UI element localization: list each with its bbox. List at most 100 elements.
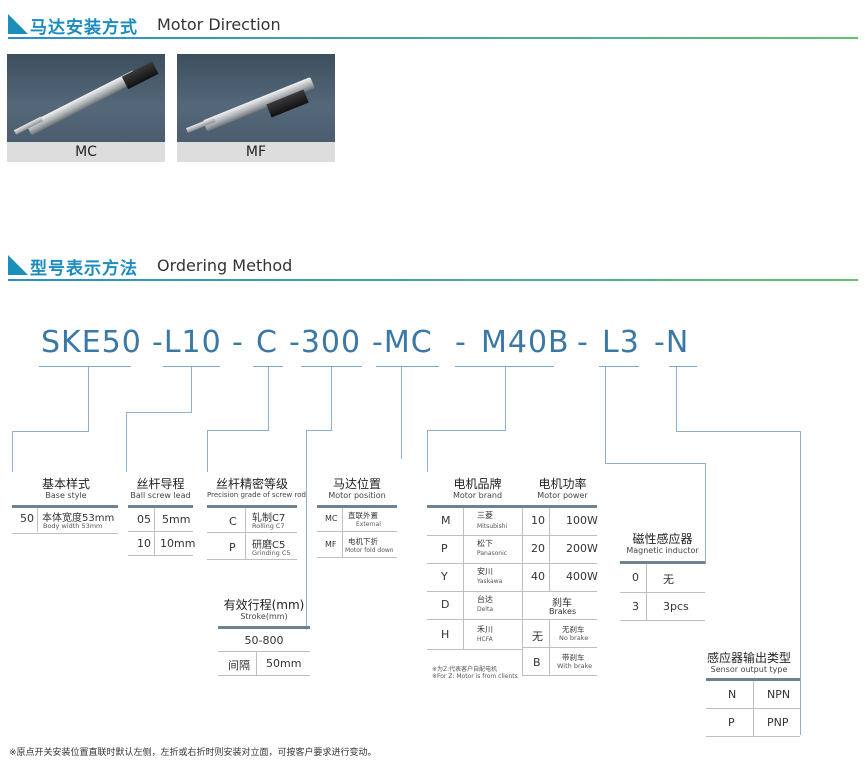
table-divider [37, 508, 38, 532]
table-divider [522, 647, 597, 648]
connector-line [12, 431, 13, 472]
table-divider [427, 563, 597, 564]
motor-brand-code: Y [441, 570, 448, 583]
table-header-bar [12, 505, 118, 508]
code-dash: - [455, 325, 467, 360]
stroke-title: 有效行程(mm) [218, 596, 310, 613]
motor-brand-note-en: ※For Z: Motor is from clients [432, 673, 518, 680]
motor-brand-cn: 松下 [477, 539, 493, 548]
table-divider [218, 675, 310, 676]
product-photo-mc [7, 54, 165, 142]
connector-line [427, 430, 428, 472]
connector-line [427, 430, 506, 431]
motor-position-code: MF [325, 540, 337, 549]
table-divider [522, 675, 597, 676]
motor-block [121, 61, 159, 90]
code-segment-motor-position: -MC [372, 325, 433, 360]
screw-lead-code: 05 [137, 513, 151, 526]
table-divider [646, 564, 647, 620]
connector-line [207, 430, 208, 472]
precision-desc-en: Grinding C5 [252, 549, 291, 557]
motor-brand-note-cn: ※为Z:代表客户自配电机 [432, 666, 498, 673]
stroke-range: 50-800 [244, 634, 284, 647]
motor-direction-title-cn: 马达安装方式 [30, 18, 138, 38]
stroke-title-en: Stroke(mm) [240, 612, 288, 621]
motor-position-desc-cn: 直联外置 [348, 511, 378, 520]
connector-line [331, 367, 332, 430]
code-segment-model: SKE50 [41, 325, 142, 360]
actuator-body [26, 70, 139, 136]
code-underline [669, 366, 697, 367]
table-divider [620, 592, 705, 593]
table-divider [154, 508, 155, 555]
connector-line [676, 431, 800, 432]
table-divider [706, 736, 800, 737]
connector-line [605, 367, 606, 463]
brakes-desc-cn: 无刹车 [562, 625, 585, 634]
brakes-code: B [533, 656, 541, 669]
code-underline [599, 366, 639, 367]
motor-brand-cn: 台达 [477, 595, 493, 604]
table-header-bar [427, 505, 597, 508]
table-divider [427, 619, 597, 620]
motor-brand-cn: 安川 [477, 567, 493, 576]
table-divider [256, 652, 257, 675]
brakes-desc-en: No brake [559, 634, 589, 642]
motor-brand-en: HCFA [477, 636, 493, 643]
connector-line [505, 367, 506, 430]
table-header-bar [620, 561, 705, 564]
motor-power-code: 20 [531, 542, 545, 555]
sensor-output-code: P [728, 716, 735, 729]
motor-brand-cn: 禾川 [477, 625, 493, 634]
code-underline [253, 366, 283, 367]
connector-line [401, 367, 402, 459]
connector-line [12, 431, 89, 432]
code-segment-lead: -L10 [152, 325, 222, 360]
connector-line [676, 367, 677, 431]
sensor-output-value: PNP [767, 716, 789, 729]
magnetic-value: 无 [663, 573, 674, 586]
ordering-title-en: Ordering Method [157, 256, 293, 275]
brakes-code: 无 [532, 630, 543, 643]
stroke-title-unit: (mm) [271, 598, 305, 612]
precision-desc-cn: 轧制C7 [252, 513, 286, 524]
motor-power-value: 100W [566, 514, 598, 527]
code-segment-magnetic: L3 [602, 325, 640, 360]
brakes-desc-en: With brake [557, 662, 593, 670]
magnetic-code: 3 [632, 600, 639, 613]
precision-title-en: Precision grade of screw rod [207, 491, 306, 499]
motor-power-code: 10 [531, 514, 545, 527]
precision-title-cn: 丝杆精密等级 [215, 477, 288, 491]
motor-brand-en: Yaskawa [477, 578, 503, 585]
motor-brand-code: P [441, 542, 448, 555]
footnote: ※原点开关安装位置直联时默认左侧，左折或右折时则安装对立面，可按客户要求进行变动… [9, 748, 377, 758]
motor-power-value: 400W [566, 570, 598, 583]
connector-line [605, 463, 705, 464]
table-divider [342, 508, 343, 557]
connector-line [126, 412, 192, 413]
brakes-desc-cn: 带刹车 [562, 653, 585, 662]
precision-code: C [229, 515, 237, 528]
connector-line [268, 367, 269, 430]
motor-brand-code: D [441, 598, 450, 611]
sensor-output-value: NPN [767, 688, 791, 701]
motor-position-code: MC [325, 514, 338, 523]
table-divider [245, 508, 246, 559]
product-label-mc: MC [7, 142, 165, 162]
motor-brand-title-cn: 电机品牌 [453, 477, 502, 491]
table-divider [317, 557, 397, 558]
table-header-bar [207, 505, 297, 508]
table-divider [620, 620, 705, 621]
code-segment-sensor: -N [654, 325, 690, 360]
section-divider [8, 279, 858, 281]
table-divider [317, 531, 397, 532]
product-card-mf: MF [177, 54, 335, 162]
product-label-mf: MF [177, 142, 335, 162]
connector-line [207, 430, 269, 431]
code-segment-precision: C [256, 325, 278, 360]
precision-desc-en: Rolling C7 [252, 522, 285, 530]
screw-lead-value: 10mm [160, 537, 196, 550]
base-style-desc-cn: 本体宽度53mm [42, 513, 115, 524]
stroke-interval-value: 50mm [266, 657, 302, 670]
screw-lead-title-en: Ball screw lead [130, 491, 191, 500]
